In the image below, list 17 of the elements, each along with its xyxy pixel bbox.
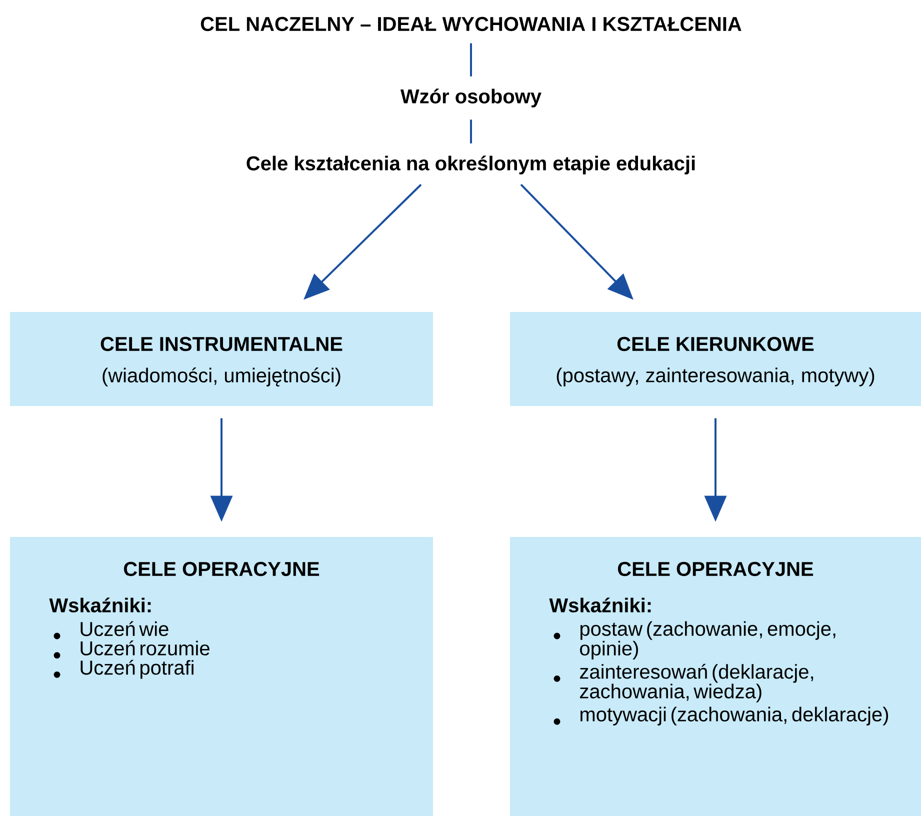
box-heading: CELE KIERUNKOWE (617, 336, 814, 352)
box-heading: CELE OPERACYJNE (618, 562, 814, 576)
bullet-item: Uczeń rozumie (80, 640, 210, 656)
box-subtitle: (postawy, zainteresowania, motywy) (556, 368, 874, 386)
heading-text: CEL NACZELNY – IDEAŁ WYCHOWANIA I KSZTAŁCENIA (200, 16, 742, 32)
bullet-item: motywacji (zachowania, deklaracje) (580, 706, 888, 726)
box-heading: CELE OPERACYJNE (124, 562, 320, 576)
bullet-item: Uczeń potrafi (80, 660, 194, 679)
heading-text: Wzór osobowy (400, 88, 542, 108)
bullet-item: zainteresowań (deklaracje, zachowania, wiedza) (580, 664, 814, 702)
bullet-item: Uczeń wie (80, 621, 168, 636)
bullet-item: postaw (zachowanie, emocje, opinie) (580, 621, 836, 660)
indicator-heading: Wskaźniki: (49, 598, 151, 612)
box-subtitle: (wiadomości, umiejętności) (102, 368, 340, 386)
heading-text: Cele kształcenia na określonym etapie edukacji (246, 156, 695, 174)
box-heading: CELE INSTRUMENTALNE (100, 336, 342, 352)
indicator-heading: Wskaźniki: (549, 598, 651, 612)
